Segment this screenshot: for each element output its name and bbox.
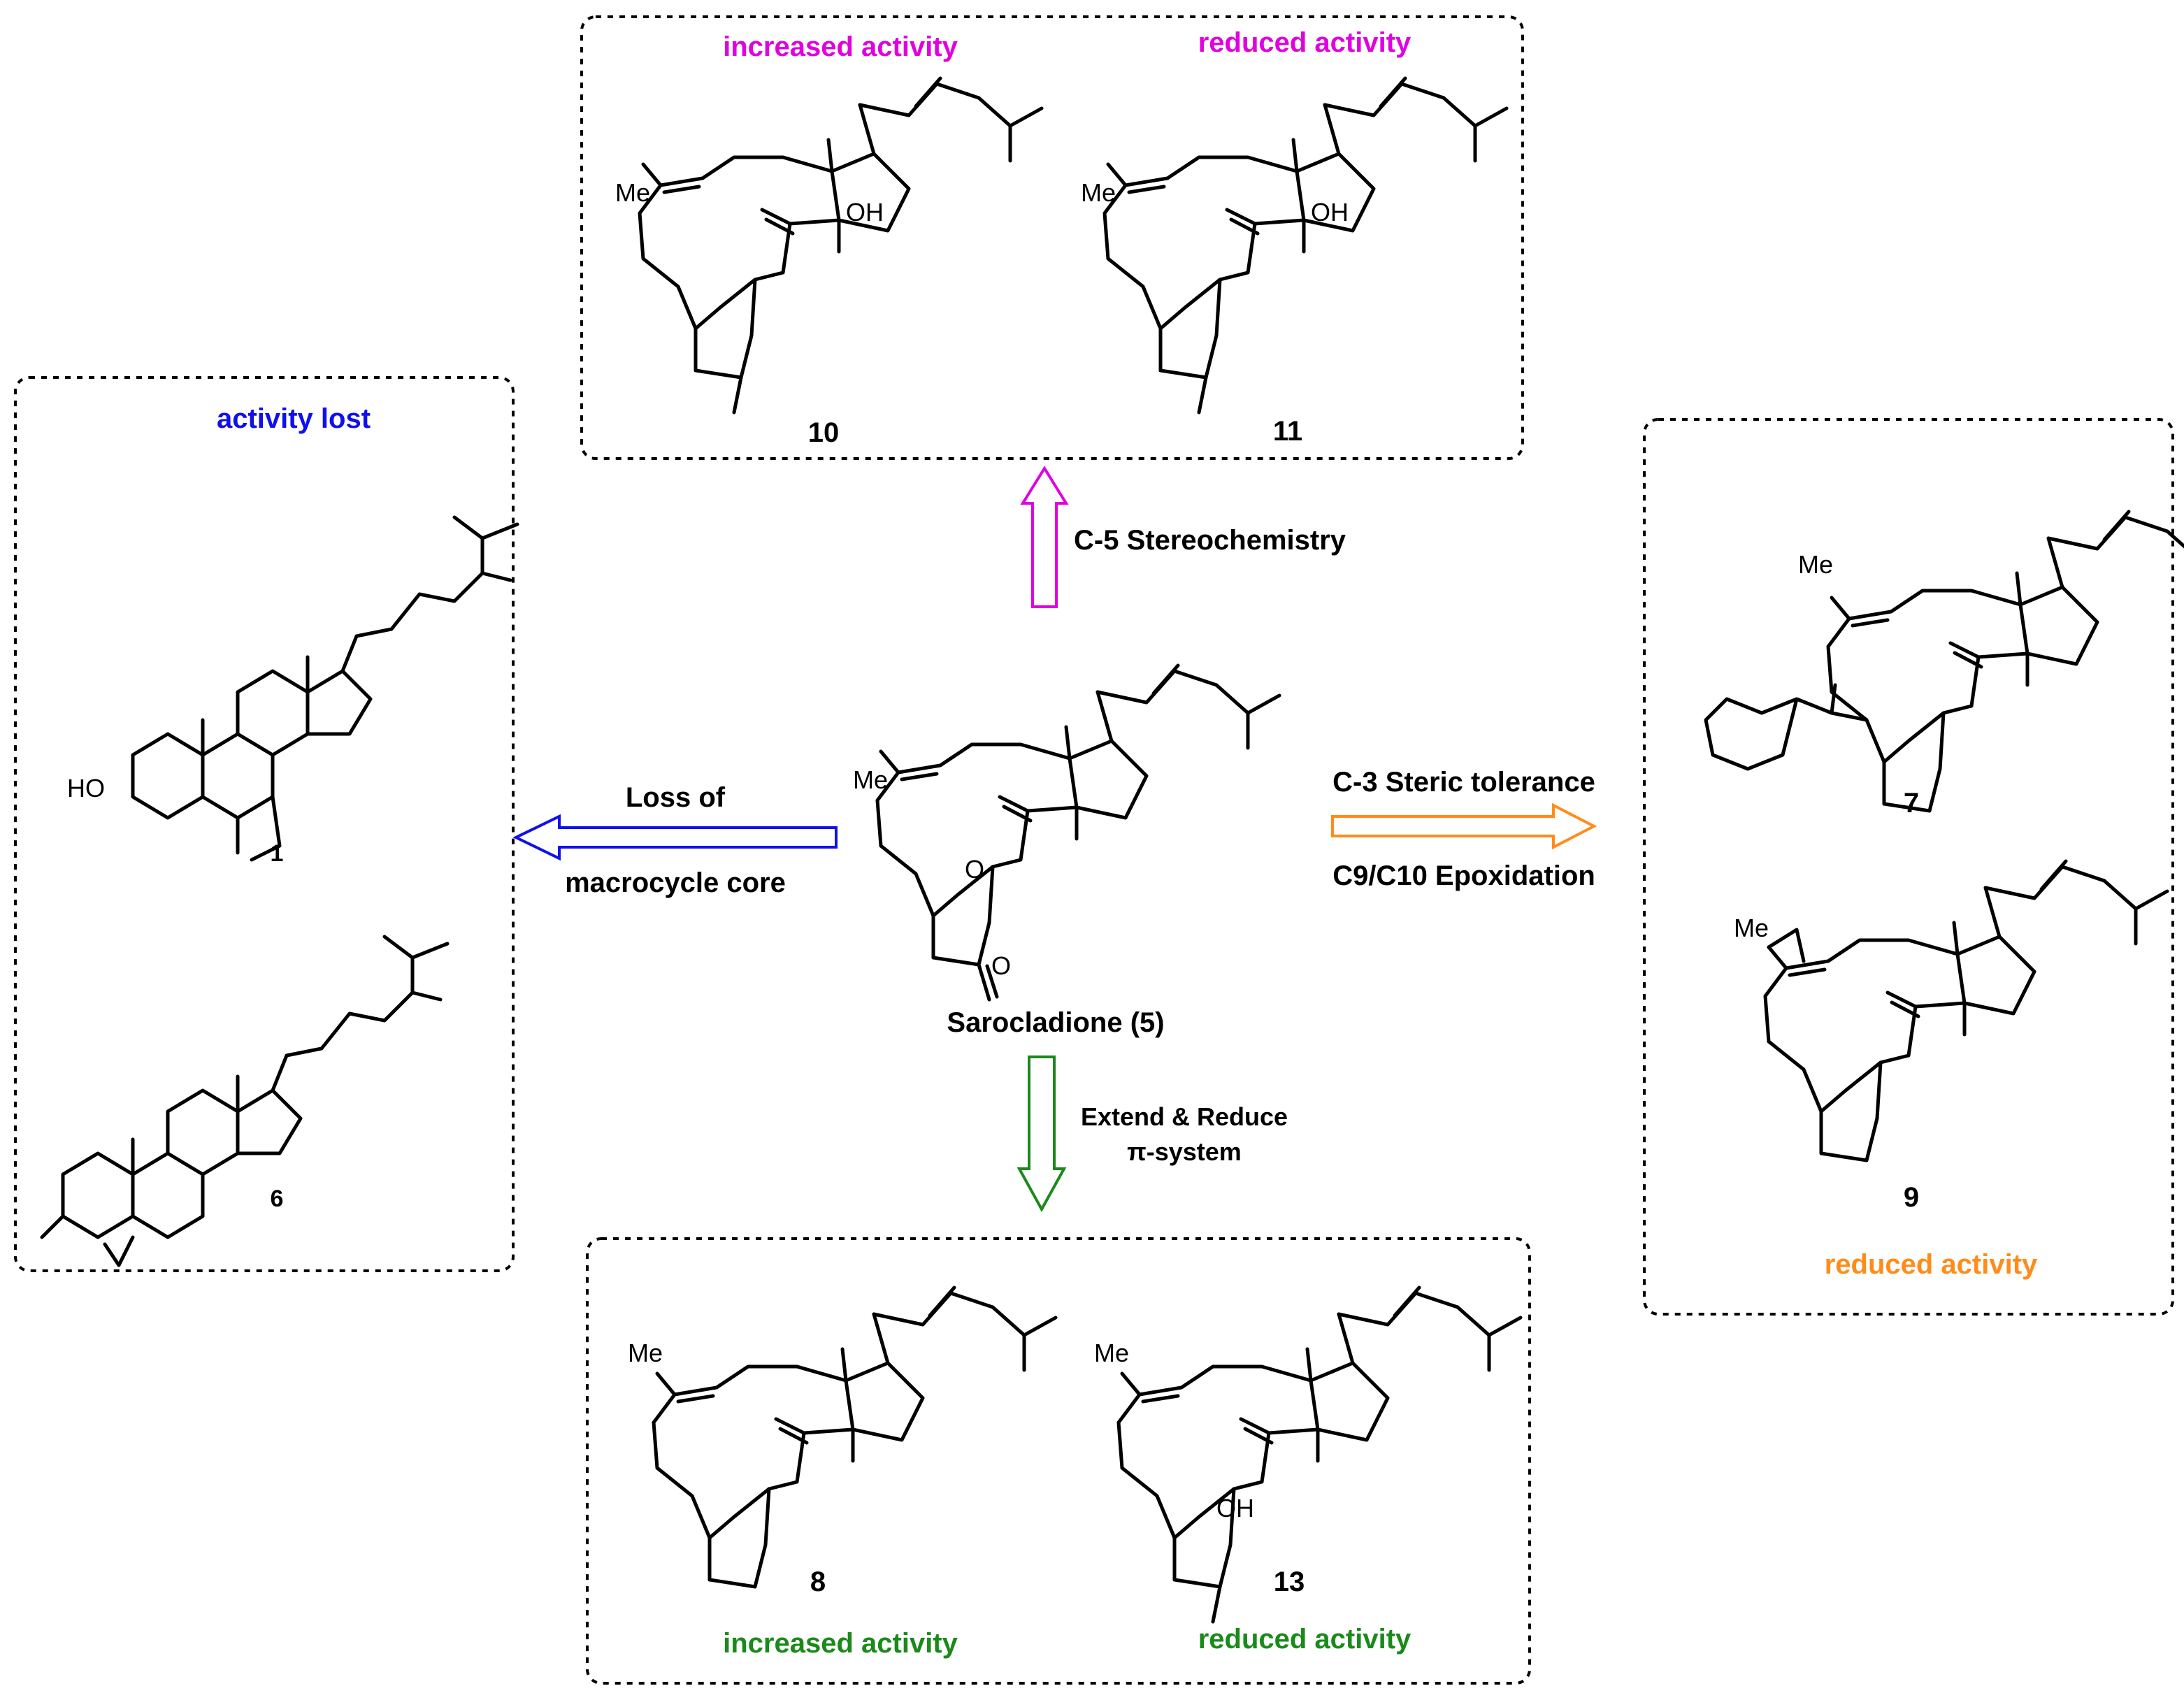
arrow-up-label: C-5 Stereochemistry — [1074, 525, 1346, 556]
molecule-5 — [877, 665, 1279, 1002]
top-right-activity-label: reduced activity — [1198, 27, 1411, 58]
arrow-down — [1016, 1056, 1067, 1213]
compound-11-label: 11 — [1273, 416, 1302, 447]
atom-o: O — [965, 855, 984, 884]
compound-10-label: 10 — [808, 417, 840, 448]
arrow-right-label-line2: C9/C10 Epoxidation — [1332, 860, 1595, 891]
molecule-1 — [133, 517, 517, 862]
right-panel-box — [1643, 418, 2174, 1316]
atom-me: Me — [1798, 550, 1833, 579]
compound-9-label: 9 — [1904, 1182, 1919, 1213]
atom-me: Me — [1734, 914, 1769, 942]
compound-1-label: 1 — [271, 840, 284, 867]
atom-oh: OH — [1216, 1494, 1254, 1522]
atom-oh: OH — [846, 198, 884, 226]
atom-o: O — [991, 951, 1011, 980]
arrow-right-label-line1: C-3 Steric tolerance — [1332, 767, 1595, 798]
center-compound-name: Sarocladione (5) — [947, 1007, 1164, 1038]
molecule-8 — [654, 1288, 1056, 1587]
bottom-panel-box — [586, 1237, 1531, 1685]
molecule-10 — [640, 78, 1042, 415]
atom-me: Me — [1081, 178, 1116, 207]
arrow-left-label-line1: Loss of — [626, 782, 726, 813]
left-panel-box — [14, 376, 515, 1272]
arrow-up — [1020, 466, 1069, 608]
arrow-right — [1331, 802, 1597, 850]
arrow-left-label-line2: macrocycle core — [565, 867, 786, 898]
compound-8-label: 8 — [810, 1566, 826, 1597]
arrow-left — [512, 814, 838, 861]
right-activity-label: reduced activity — [1825, 1249, 2038, 1280]
atom-me: Me — [615, 178, 650, 207]
left-activity-label: activity lost — [217, 403, 371, 434]
bottom-left-activity-label: increased activity — [723, 1628, 958, 1659]
compound-6-label: 6 — [271, 1186, 284, 1212]
arrow-down-label-line2: π-system — [1127, 1137, 1242, 1166]
top-panel-box — [580, 15, 1524, 460]
molecule-9 — [1765, 861, 2167, 1160]
atom-me: Me — [1094, 1339, 1129, 1367]
molecule-7 — [1704, 512, 2184, 811]
atom-oh: OH — [1311, 198, 1349, 226]
atom-me: Me — [628, 1339, 663, 1367]
top-left-activity-label: increased activity — [723, 31, 958, 62]
molecule-6 — [40, 937, 447, 1267]
arrow-down-label-line1: Extend & Reduce — [1081, 1102, 1288, 1131]
compound-13-label: 13 — [1274, 1566, 1305, 1597]
molecule-11 — [1105, 78, 1507, 415]
compound-7-label: 7 — [1904, 788, 1919, 819]
bottom-right-activity-label: reduced activity — [1198, 1624, 1411, 1655]
atom-me: Me — [853, 765, 888, 794]
molecule-13 — [1119, 1288, 1521, 1624]
atom-ho: HO — [67, 774, 105, 802]
